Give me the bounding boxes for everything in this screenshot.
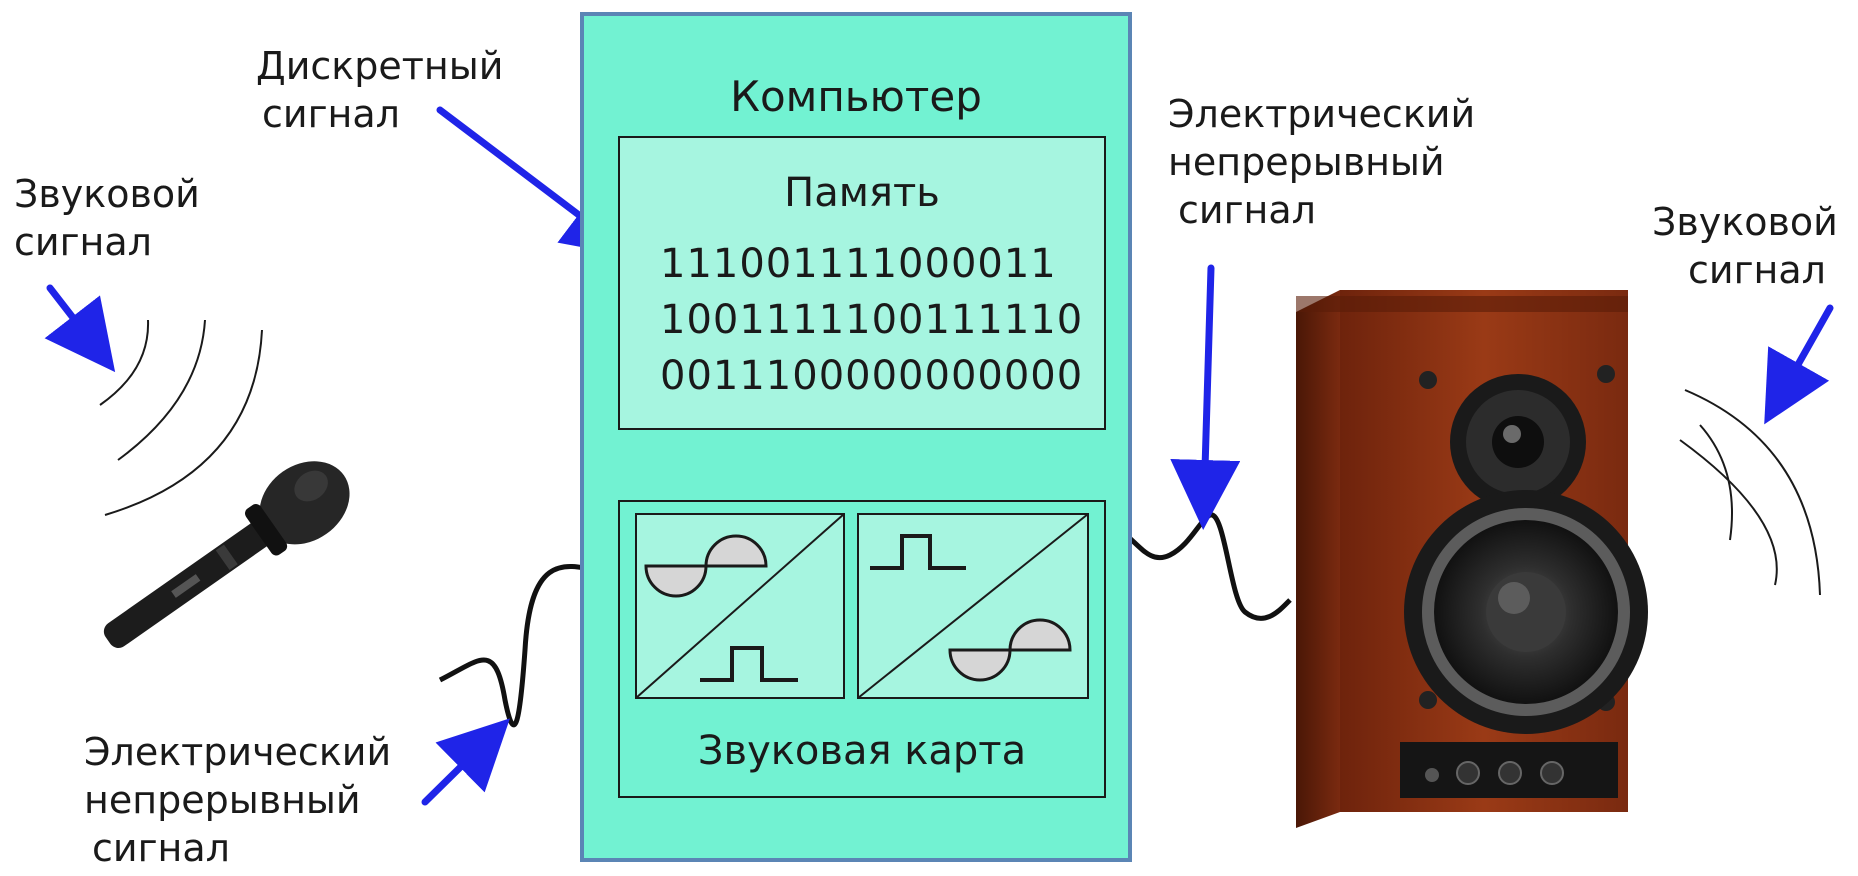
dac-icon [857,513,1089,699]
label-discrete-signal: Дискретный сигнал [256,44,504,136]
memory-bits: 111001111000011 1001111100111110 0011100… [660,236,1083,404]
label-electric-left: Электрический непрерывный сигнал [84,730,392,870]
sound-card-title: Звуковая карта [697,728,1027,774]
microphone-icon [103,461,350,648]
label-electric-right: Электрический непрерывный сигнал [1168,92,1476,232]
arrow-sound-right [1764,304,1834,425]
sound-card-block: Звуковая карта [618,500,1106,798]
label-sound-left: Звуковой сигнал [14,172,200,264]
memory-title: Память [784,170,940,216]
computer-title: Компьютер [730,72,982,121]
converter-graphics [635,513,1089,699]
label-sound-right: Звуковой сигнал [1652,200,1838,292]
computer-block: Компьютер Память 111001111000011 1001111… [580,12,1132,862]
speaker-icon [1296,290,1648,828]
bits-row: 0011100000000000 [660,353,1084,399]
memory-block: Память 111001111000011 1001111100111110 … [618,136,1106,430]
sound-wave-icon-right [1679,389,1821,596]
arrow-electric-left [421,718,510,806]
bits-row: 1001111100111110 [660,297,1084,343]
bits-row: 111001111000011 [660,241,1057,287]
arrow-electric-right [1170,264,1241,530]
sound-wave-icon-left [99,319,263,516]
arrow-sound-left [44,284,116,373]
adc-icon [635,513,845,699]
